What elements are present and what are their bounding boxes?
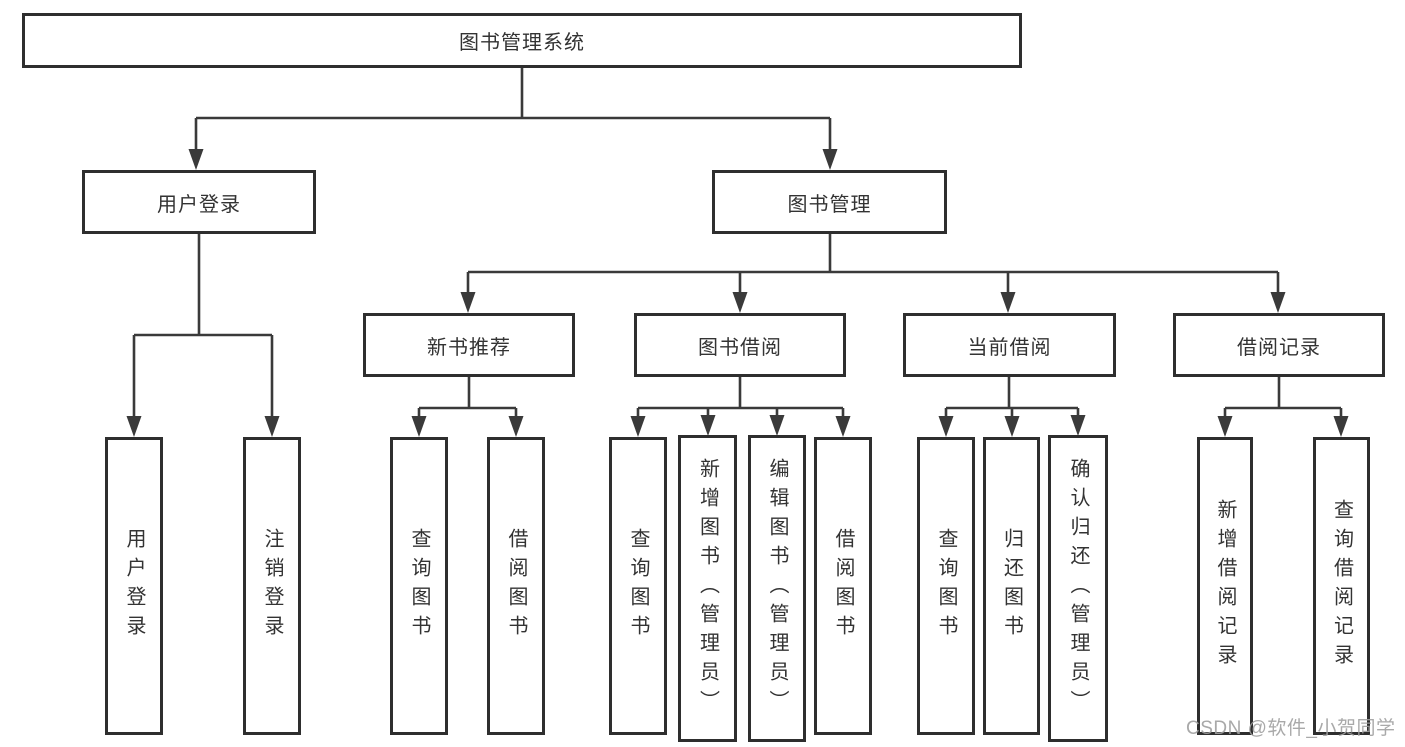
connector-book-borrow-children	[636, 377, 845, 419]
arrowhead	[188, 149, 204, 170]
arrowhead	[126, 416, 142, 437]
node-book-borrow: 图书借阅	[634, 313, 846, 377]
node-leaf-query-books-borrow: 查询图书	[609, 437, 667, 735]
node-leaf-query-books-recommend: 查询图书	[390, 437, 448, 735]
arrowhead	[1270, 292, 1286, 313]
arrowhead	[769, 415, 785, 436]
node-leaf-label: 注销登录	[261, 528, 283, 644]
arrowhead	[835, 416, 851, 437]
connector-book-mgmt-to-level3	[466, 234, 1280, 295]
connector-borrow-records-children	[1223, 377, 1343, 419]
node-borrow-records: 借阅记录	[1173, 313, 1385, 377]
arrowhead	[264, 416, 280, 437]
arrowhead	[1070, 415, 1086, 436]
node-leaf-edit-book-admin: 编辑图书（管理员）	[748, 435, 806, 742]
arrowhead	[1333, 416, 1349, 437]
connector-paths	[132, 68, 1343, 419]
connector-current-borrow-children	[944, 377, 1080, 419]
node-leaf-label: 编辑图书（管理员）	[766, 458, 788, 719]
node-leaf-label: 归还图书	[1000, 528, 1023, 644]
node-current-borrow: 当前借阅	[903, 313, 1116, 377]
node-leaf-label: 查询借阅记录	[1330, 499, 1353, 673]
node-leaf-label: 用户登录	[123, 528, 145, 644]
watermark: CSDN @软件_小贺同学	[1186, 718, 1396, 739]
arrowhead	[732, 292, 748, 313]
node-leaf-label: 查询图书	[408, 528, 430, 644]
connector-new-book-children	[417, 377, 518, 419]
node-root: 图书管理系统	[22, 13, 1022, 68]
node-leaf-add-book-admin: 新增图书（管理员）	[678, 435, 737, 742]
node-leaf-label: 新增借阅记录	[1214, 499, 1236, 673]
node-leaf-label: 借阅图书	[832, 528, 854, 644]
node-leaf-label: 借阅图书	[505, 528, 527, 644]
node-leaf-borrow-books-recommend: 借阅图书	[487, 437, 545, 735]
arrowhead	[938, 416, 954, 437]
node-user-login: 用户登录	[82, 170, 316, 234]
arrowhead	[700, 415, 716, 436]
connector-user-login-children	[132, 234, 274, 419]
node-leaf-query-borrow-record: 查询借阅记录	[1313, 437, 1370, 735]
node-book-management: 图书管理	[712, 170, 947, 234]
node-leaf-label: 新增图书（管理员）	[696, 458, 719, 719]
arrowhead	[1217, 416, 1233, 437]
node-leaf-borrow-book: 借阅图书	[814, 437, 872, 735]
arrowhead	[822, 149, 838, 170]
node-leaf-return-book: 归还图书	[983, 437, 1040, 735]
arrowhead	[630, 416, 646, 437]
node-leaf-add-borrow-record: 新增借阅记录	[1197, 437, 1253, 735]
arrowhead	[508, 416, 524, 437]
node-leaf-query-books-current: 查询图书	[917, 437, 975, 735]
node-leaf-label: 查询图书	[627, 528, 649, 644]
node-new-book-recommend: 新书推荐	[363, 313, 575, 377]
arrowhead	[1000, 292, 1016, 313]
arrowheads	[126, 149, 1349, 437]
node-leaf-confirm-return-admin: 确认归还（管理员）	[1048, 435, 1108, 742]
arrowhead	[411, 416, 427, 437]
node-leaf-label: 查询图书	[935, 528, 957, 644]
arrowhead	[460, 292, 476, 313]
connector-root-to-level2	[194, 68, 832, 152]
node-leaf-user-login: 用户登录	[105, 437, 163, 735]
node-leaf-logout: 注销登录	[243, 437, 301, 735]
node-leaf-label: 确认归还（管理员）	[1067, 458, 1089, 719]
arrowhead	[1004, 416, 1020, 437]
